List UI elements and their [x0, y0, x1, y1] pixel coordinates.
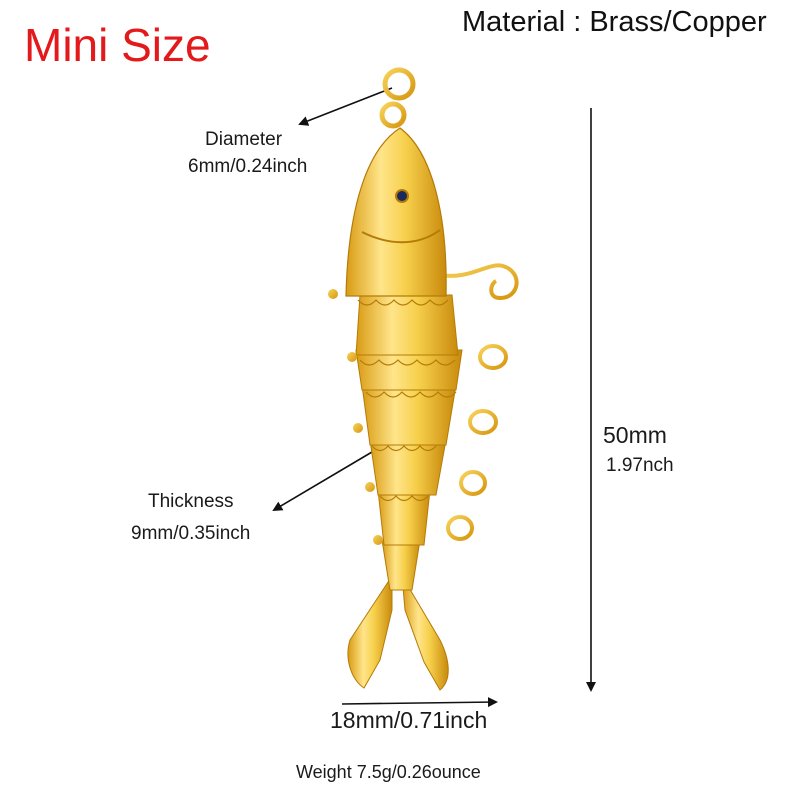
diameter-label: Diameter — [205, 129, 283, 150]
thickness-arrow — [272, 451, 373, 512]
jump-ring-icon — [379, 67, 416, 129]
fish-pendant-icon — [328, 127, 463, 691]
size-title: Mini Size — [24, 19, 211, 71]
thickness-value: 9mm/0.35inch — [131, 523, 251, 544]
length-mm: 50mm — [603, 422, 667, 448]
thickness-label: Thickness — [148, 491, 234, 512]
side-loop-icon — [439, 263, 519, 541]
diameter-value: 6mm/0.24inch — [188, 156, 308, 177]
width-value: 18mm/0.71inch — [330, 707, 488, 733]
diameter-arrow — [298, 87, 393, 126]
material-label: Material : Brass/Copper — [462, 6, 767, 38]
weight-label: Weight 7.5g/0.26ounce — [296, 762, 481, 782]
length-inch: 1.97nch — [606, 455, 674, 476]
width-arrow — [341, 697, 498, 708]
